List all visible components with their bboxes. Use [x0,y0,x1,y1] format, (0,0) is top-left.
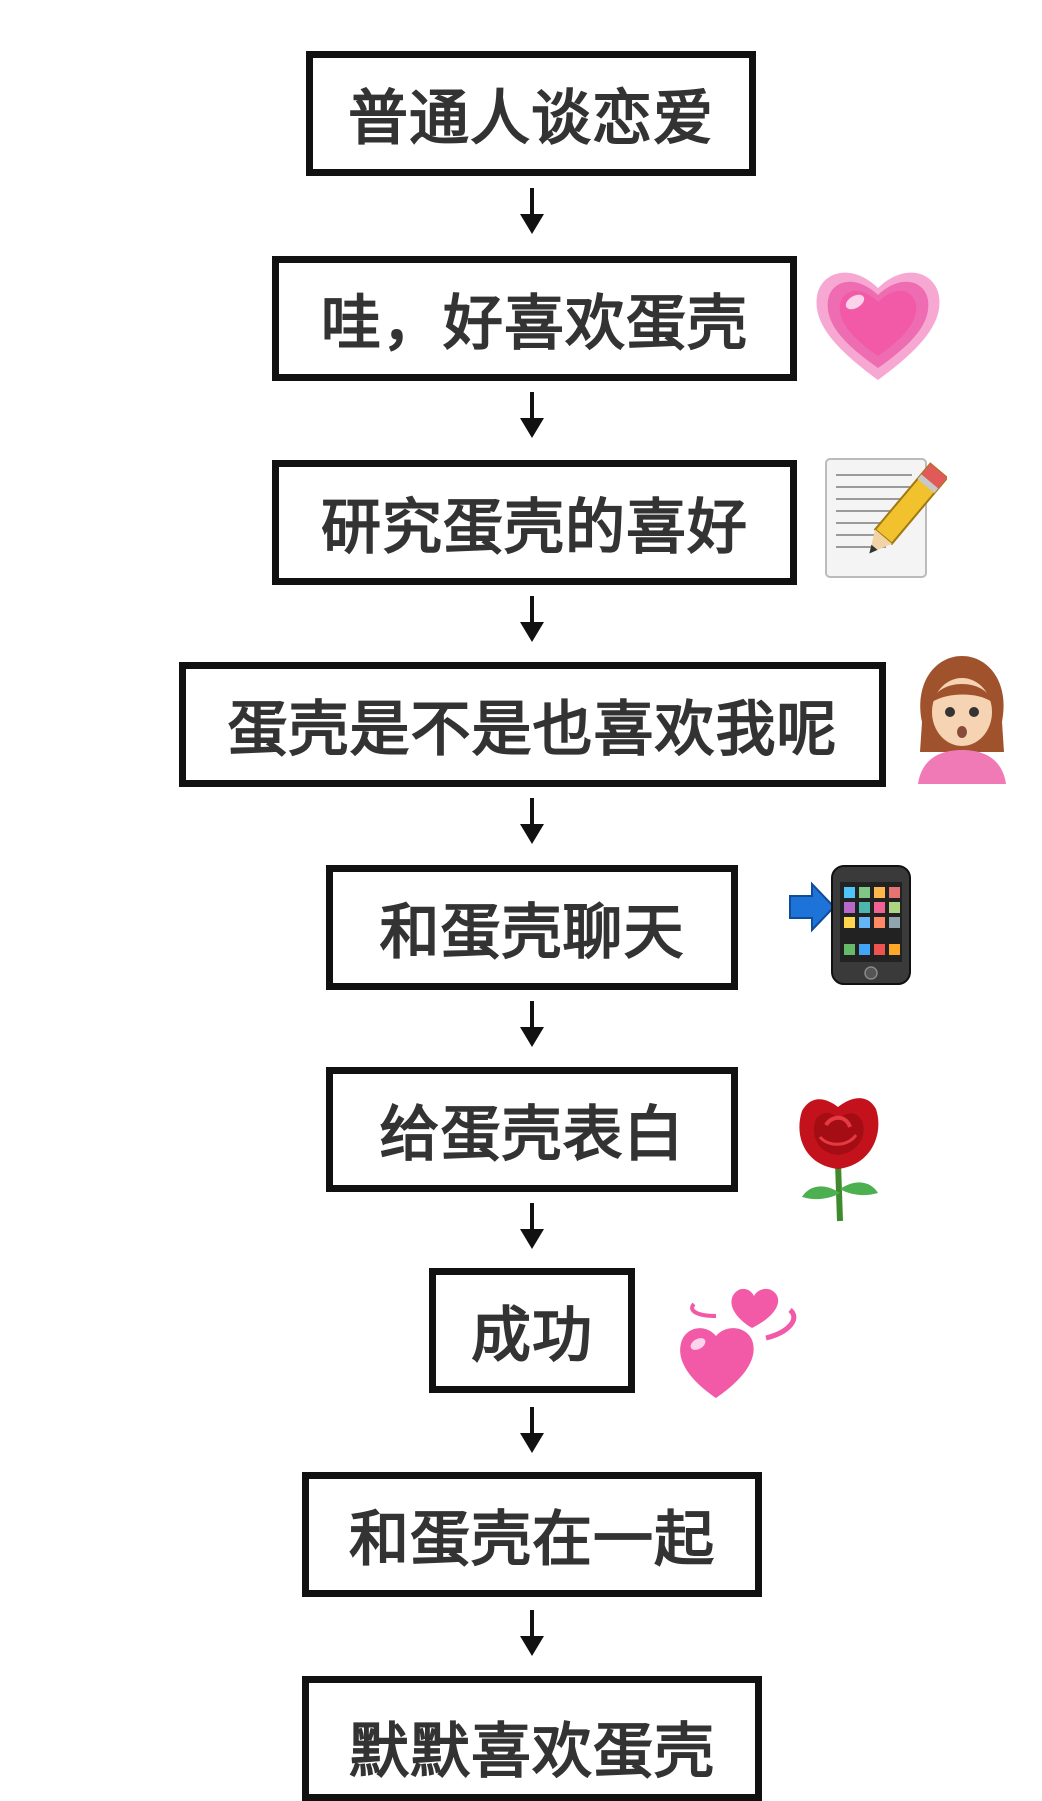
flow-arrow-5 [517,1001,547,1047]
flow-step-6-label: 给蛋壳表白 [379,1100,685,1170]
flow-step-6: 给蛋壳表白 [326,1067,738,1192]
flow-step-2: 哇，好喜欢蛋壳 [272,256,797,381]
flow-step-8: 和蛋壳在一起 [302,1472,762,1597]
flow-step-9: 默默喜欢蛋壳 [302,1676,762,1801]
flow-arrow-3 [517,596,547,642]
flow-step-7: 成功 [429,1268,635,1393]
revolving-hearts-icon [680,1288,797,1398]
woman-emoji-icon [918,656,1006,784]
flow-arrow-8 [517,1610,547,1656]
flow-arrow-2 [517,392,547,438]
phone-arrow-icon [789,865,911,985]
flow-arrow-6 [517,1203,547,1249]
flow-step-5: 和蛋壳聊天 [326,865,738,990]
flow-step-2-label: 哇，好喜欢蛋壳 [321,289,748,359]
memo-pencil-icon [825,458,947,578]
growing-heart-icon [816,272,940,380]
flow-step-3: 研究蛋壳的喜好 [272,460,797,585]
flow-step-3-label: 研究蛋壳的喜好 [321,493,748,563]
rose-icon [799,1098,879,1222]
flow-arrow-4 [517,798,547,844]
flow-step-5-label: 和蛋壳聊天 [379,898,685,968]
flow-arrow-1 [517,188,547,234]
flow-step-8-label: 和蛋壳在一起 [349,1505,715,1575]
flow-step-1: 普通人谈恋爱 [306,51,756,176]
flow-step-9-label: 默默喜欢蛋壳 [349,1717,715,1787]
flow-arrow-7 [517,1407,547,1453]
flow-step-4: 蛋壳是不是也喜欢我呢 [179,662,886,787]
flow-step-4-label: 蛋壳是不是也喜欢我呢 [227,695,838,765]
flow-step-1-label: 普通人谈恋爱 [348,84,714,154]
flow-step-7-label: 成功 [471,1301,593,1371]
